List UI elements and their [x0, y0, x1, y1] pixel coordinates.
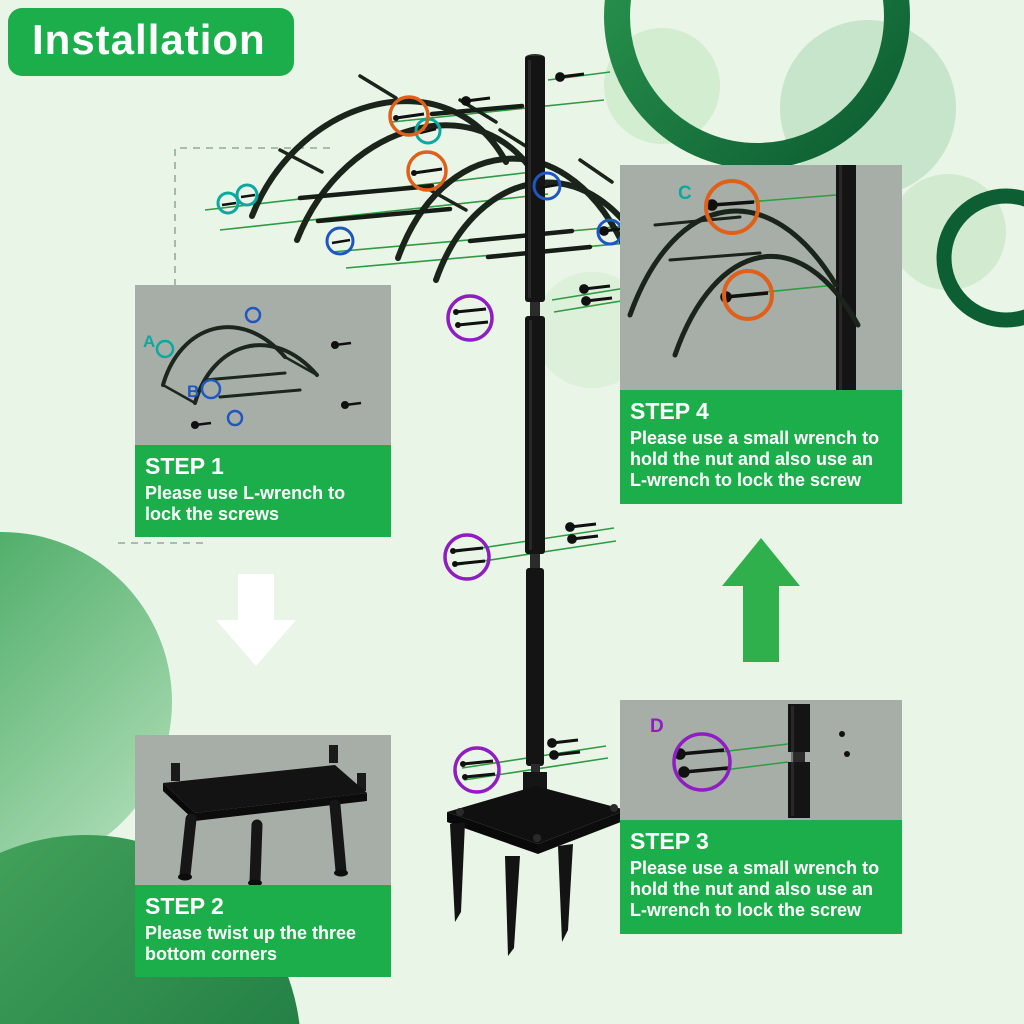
floating-screws	[461, 72, 629, 760]
down-arrow	[216, 574, 296, 666]
marker-d-label: D	[650, 716, 664, 737]
step-4-card: C STEP 4 Please use a small wrench to ho…	[620, 165, 902, 504]
step-4-label: STEP 4	[630, 398, 709, 424]
marker-b-circle	[200, 378, 222, 400]
purple-screw-marker	[672, 732, 732, 792]
ground-stake	[450, 822, 465, 922]
step-3-caption: STEP 3 Please use a small wrench to hold…	[620, 820, 902, 934]
screw-marker	[226, 409, 244, 427]
step-2-text: Please twist up the three bottom corners	[145, 923, 357, 965]
step-3-label: STEP 3	[630, 828, 709, 854]
ground-stake	[505, 856, 520, 956]
base-plate	[163, 765, 367, 813]
step-1-card: A B STEP 1 Please use L-wrench to lock t…	[135, 285, 391, 538]
step-2-card: STEP 2 Please twist up the three bottom …	[135, 735, 391, 978]
marker-a-label: A	[143, 332, 155, 351]
step-1-text: Please use L-wrench to lock the screws	[145, 483, 346, 525]
title-badge: Installation	[8, 8, 294, 76]
purple-screw-markers	[443, 294, 501, 794]
marker-a-circle	[155, 339, 175, 359]
leader-dashed-lines	[118, 147, 330, 544]
decor-ring	[936, 188, 1024, 328]
marker-c-label: C	[678, 183, 692, 204]
step-4-caption: STEP 4 Please use a small wrench to hold…	[620, 390, 902, 504]
screw-marker	[244, 306, 262, 324]
step-1-diagram: A B	[143, 306, 362, 430]
step-3-image: D	[620, 700, 902, 820]
step-4-diagram: C	[627, 165, 861, 390]
marker-b-label: B	[187, 382, 199, 401]
step-4-image: C	[620, 165, 902, 390]
up-arrow	[722, 538, 800, 662]
step-1-image: A B	[135, 285, 391, 445]
step-1-caption: STEP 1 Please use L-wrench to lock the s…	[135, 445, 391, 538]
ground-stake	[558, 844, 573, 942]
orange-screw-marker	[704, 179, 760, 235]
page-title: Installation	[32, 16, 266, 63]
base-plate-and-stakes	[447, 772, 626, 956]
decor-ring	[604, 0, 910, 169]
step-1-label: STEP 1	[145, 453, 224, 479]
orange-screw-markers	[388, 95, 448, 192]
step-3-card: D STEP 3 Please use a small wrench to ho…	[620, 700, 902, 934]
decor-circle	[0, 532, 172, 872]
step-2-diagram	[163, 745, 367, 885]
orange-screw-marker	[722, 269, 774, 321]
step-3-text: Please use a small wrench to hold the nu…	[630, 858, 880, 921]
step-4-text: Please use a small wrench to hold the nu…	[630, 428, 880, 491]
step-2-label: STEP 2	[145, 893, 224, 919]
step-2-image	[135, 735, 391, 885]
base-legs	[179, 799, 347, 885]
center-pole	[525, 54, 545, 780]
hose-hanger-arches	[249, 74, 653, 283]
step-2-caption: STEP 2 Please twist up the three bottom …	[135, 885, 391, 978]
step-3-diagram: D	[650, 704, 850, 818]
